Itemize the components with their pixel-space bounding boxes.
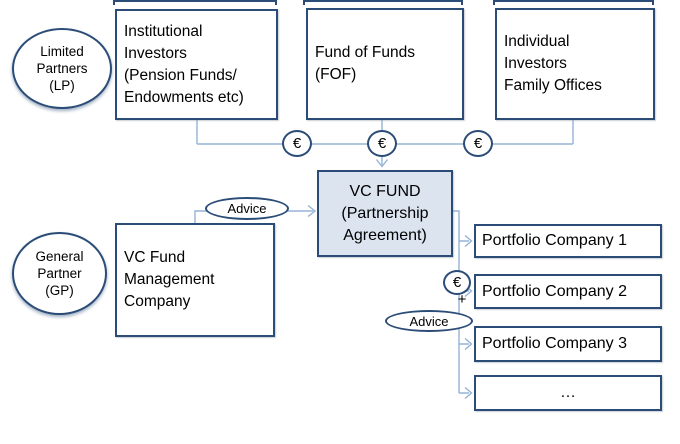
portfolio-company-2-label: Portfolio Company 2 <box>482 282 627 300</box>
portfolio-company-more-box: … <box>474 375 662 411</box>
vc-fund-management-label: VC Fund Management Company <box>124 249 215 310</box>
portfolio-company-more-label: … <box>560 384 576 401</box>
cropped-box-fragment <box>493 0 654 5</box>
institutional-investors-label: Institutional Investors (Pension Funds/ … <box>124 22 244 106</box>
advice-ellipse-top: Advice <box>205 197 289 220</box>
euro-badge-icon: € <box>443 270 471 295</box>
vc-fund-label: VC FUND (Partnership Agreement) <box>341 182 429 244</box>
fund-of-funds-box: Fund of Funds (FOF) <box>306 8 464 120</box>
limited-partners-label: Limited Partners (LP) <box>36 44 88 93</box>
individual-investors-label: Individual Investors Family Offices <box>504 33 602 94</box>
individual-investors-box: Individual Investors Family Offices <box>495 8 655 120</box>
portfolio-company-3-box: Portfolio Company 3 <box>474 326 662 362</box>
vc-fund-box: VC FUND (Partnership Agreement) <box>317 170 453 257</box>
advice-right-arrowhead-icon <box>307 204 317 218</box>
institutional-investors-box: Institutional Investors (Pension Funds/ … <box>115 9 278 120</box>
portfolio-company-1-box: Portfolio Company 1 <box>474 224 662 258</box>
plus-sign: + <box>457 291 467 308</box>
advice-ellipse-bottom: Advice <box>385 310 473 332</box>
fund-of-funds-label: Fund of Funds (FOF) <box>315 44 415 83</box>
general-partner-label: General Partner (GP) <box>35 249 84 298</box>
fund-down-arrowhead-icon <box>375 159 389 168</box>
cropped-box-fragment <box>113 0 277 5</box>
portfolio-company-2-box: Portfolio Company 2 <box>474 274 662 309</box>
euro-badge-icon: € <box>463 130 493 157</box>
portfolio-company-3-label: Portfolio Company 3 <box>482 335 627 352</box>
limited-partners-ellipse: Limited Partners (LP) <box>12 28 112 109</box>
vc-fund-management-box: VC Fund Management Company <box>115 223 275 337</box>
investors-to-fund-line <box>196 120 574 165</box>
portfolio-arrowheads-icon <box>464 234 473 400</box>
cropped-box-fragment <box>303 0 463 5</box>
portfolio-company-1-label: Portfolio Company 1 <box>482 232 627 249</box>
advice-bottom-label: Advice <box>409 313 449 329</box>
euro-badge-icon: € <box>367 130 397 157</box>
euro-badge-icon: € <box>282 130 312 157</box>
general-partner-ellipse: General Partner (GP) <box>12 232 107 315</box>
advice-top-label: Advice <box>227 201 267 216</box>
